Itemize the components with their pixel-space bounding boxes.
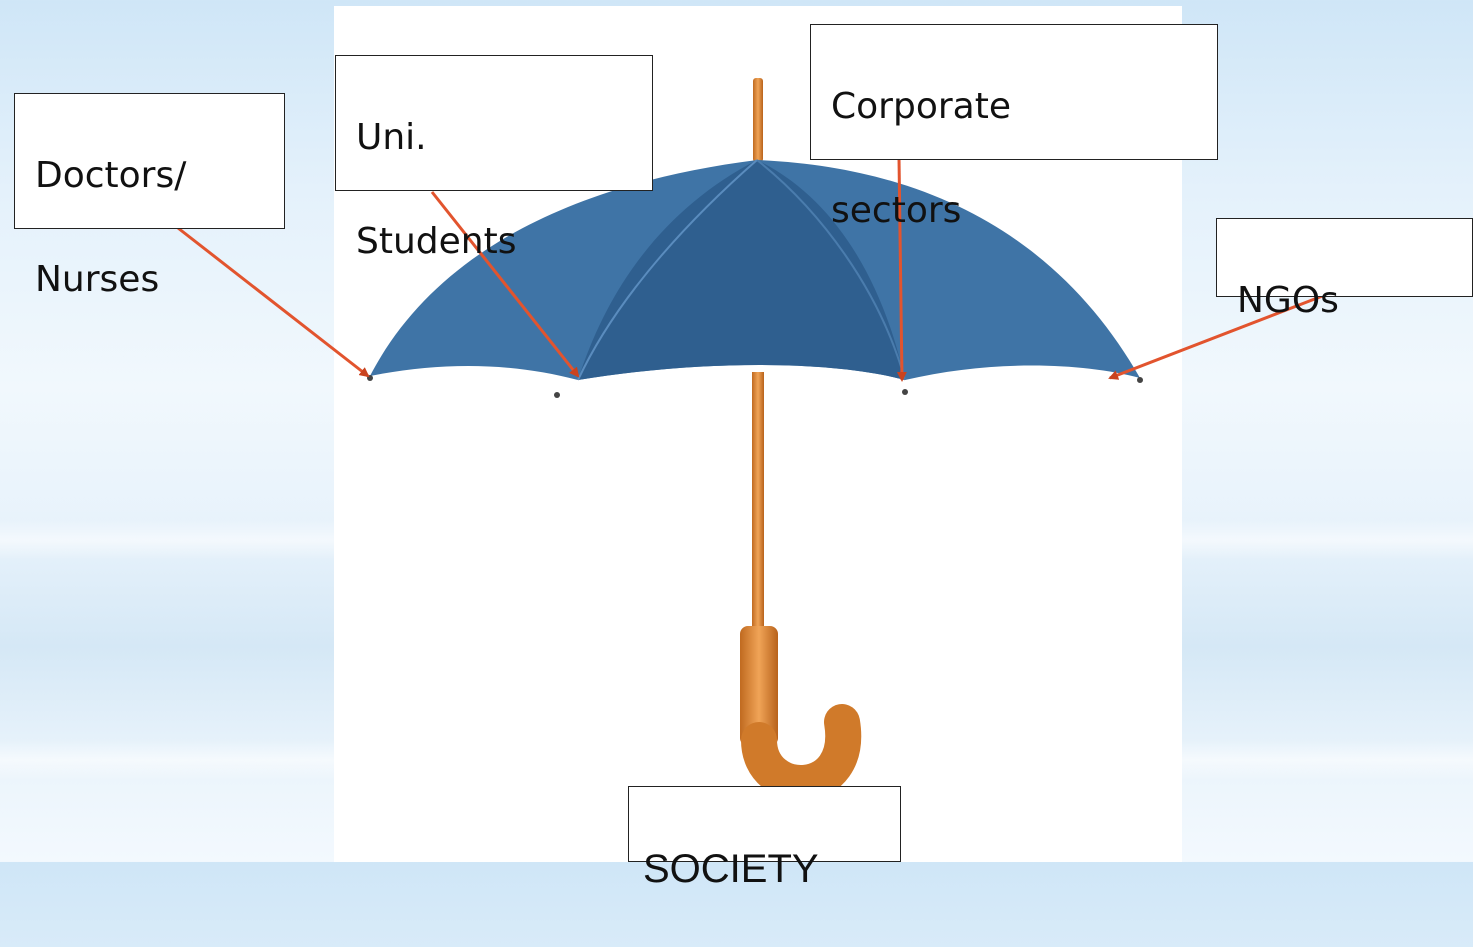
umbrella-rib	[577, 159, 758, 381]
umbrella-canopy-panel	[578, 160, 905, 380]
umbrella-tip	[753, 78, 763, 162]
label-line: Doctors/	[35, 155, 187, 196]
label-corporate-sectors: Corporate sectors	[810, 24, 1218, 231]
label-uni-students: Uni. Students	[335, 55, 653, 262]
label-line: NGOs	[1237, 280, 1339, 321]
label-line: sectors	[831, 190, 962, 231]
label-ngos: NGOs	[1216, 218, 1473, 321]
arrow-ngos	[1108, 293, 1326, 380]
label-line: Corporate	[831, 86, 1011, 127]
umbrella-illustration	[177, 78, 1326, 801]
rib-tip	[1137, 377, 1143, 383]
umbrella-handle-hook	[741, 704, 862, 801]
umbrella-shaft	[752, 372, 764, 627]
arrow-doctors	[177, 226, 370, 378]
umbrella-rib	[756, 159, 906, 381]
label-line: Students	[356, 221, 517, 262]
rib-tip	[902, 389, 908, 395]
label-line: Nurses	[35, 259, 160, 300]
umbrella-handle-grip	[740, 626, 778, 746]
label-society: SOCIETY	[628, 786, 901, 891]
arrow-corporate	[896, 157, 907, 382]
hub-label: SOCIETY	[643, 847, 819, 891]
rib-tip	[554, 392, 560, 398]
label-line: Uni.	[356, 117, 427, 158]
arrow-students	[430, 191, 580, 378]
label-doctors-nurses: Doctors/ Nurses	[14, 93, 285, 300]
